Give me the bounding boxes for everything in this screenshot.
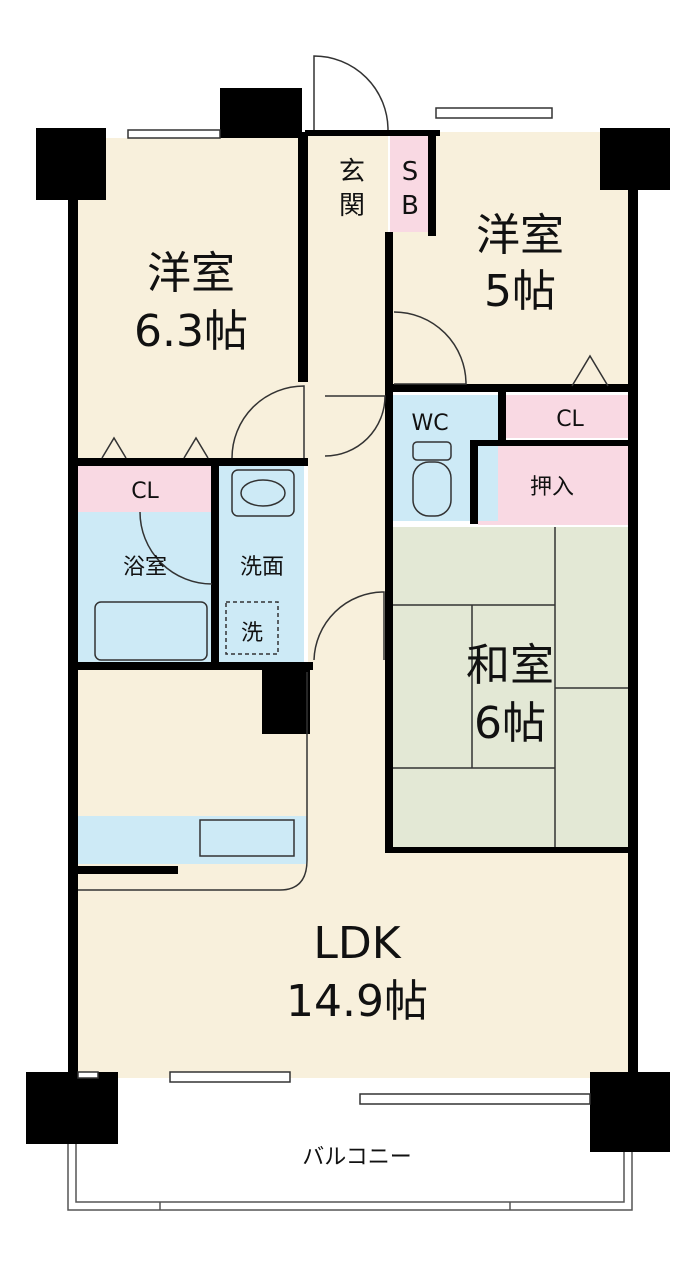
floor-wc — [393, 395, 498, 521]
washer-space — [225, 601, 279, 655]
floor-closet-1 — [75, 462, 215, 512]
washbasin — [231, 469, 295, 517]
room-labels: 洋室 6.3帖 洋室 5帖 和室 6帖 LDK 14.9帖 玄 関 S B WC… — [123, 157, 585, 1170]
floor-closet-2 — [505, 395, 632, 438]
floor-bath — [75, 512, 215, 668]
ldk-name: LDK — [313, 918, 401, 969]
floor-japanese-room — [392, 527, 632, 847]
washroom-label: 洗面 — [240, 555, 284, 580]
floor-hallway — [308, 238, 390, 678]
shoebox-label-1: S — [402, 157, 419, 187]
floor-entrance — [308, 132, 388, 238]
balcony — [67, 1144, 633, 1211]
entrance-label-1: 玄 — [339, 157, 365, 187]
western-room-2-size: 5帖 — [484, 266, 556, 317]
floor-oshiire — [478, 443, 632, 525]
shoebox-label-2: B — [401, 191, 419, 221]
kitchen-sink — [199, 819, 295, 857]
closet-1-label: CL — [131, 479, 159, 504]
walls — [26, 88, 670, 1152]
floor-western-room-1 — [75, 138, 308, 458]
washer-label: 洗 — [241, 621, 263, 646]
western-room-1-name: 洋室 — [147, 248, 235, 299]
ldk-size: 14.9帖 — [286, 976, 428, 1027]
japanese-room-size: 6帖 — [474, 698, 546, 749]
floor-kitchen-counter — [75, 816, 307, 864]
western-room-2-name: 洋室 — [476, 210, 564, 261]
closet-2-label: CL — [556, 407, 584, 432]
doors — [78, 55, 609, 891]
japanese-room-name: 和室 — [466, 640, 554, 691]
balcony-label: バルコニー — [302, 1145, 412, 1170]
wc-label: WC — [411, 411, 448, 436]
washbasin-bowl — [240, 479, 286, 507]
western-room-1-size: 6.3帖 — [134, 306, 248, 357]
toilet — [412, 441, 452, 517]
floor-washroom — [219, 462, 304, 662]
floor-shoebox — [390, 132, 430, 232]
bath-label: 浴室 — [123, 555, 167, 580]
bathtub — [94, 601, 208, 661]
tatami-lines — [392, 527, 632, 847]
entrance-label-2: 関 — [339, 191, 365, 221]
windows — [77, 107, 591, 1105]
oshiire-label: 押入 — [530, 475, 574, 500]
